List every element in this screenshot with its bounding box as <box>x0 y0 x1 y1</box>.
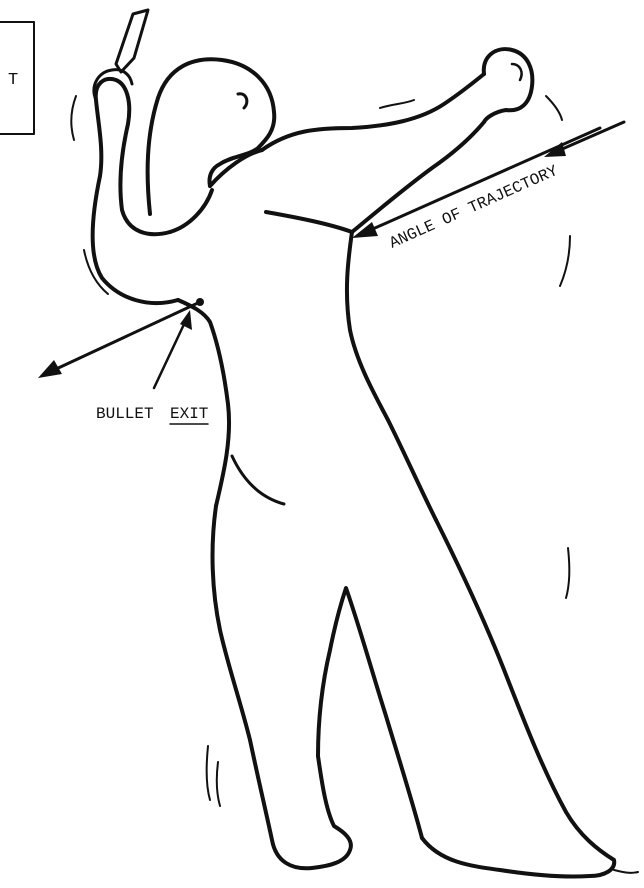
ear-outline <box>238 94 247 108</box>
torso-right-outline <box>347 232 436 520</box>
human-figure <box>71 10 638 877</box>
inner-leg-outline <box>318 588 422 838</box>
shoulder-outline <box>170 150 262 232</box>
bullet-exit-label: BULLET EXIT <box>96 405 208 424</box>
left-leg-outline <box>213 506 351 868</box>
cropped-label-box: T <box>0 22 34 134</box>
exit-trajectory-arrow <box>38 298 204 388</box>
right-leg-outline <box>422 520 614 877</box>
left-fist-outline <box>484 49 533 122</box>
torso-left-outline <box>178 300 229 506</box>
entry-arrow-shaft <box>366 128 600 232</box>
left-fist-knuckle <box>512 64 522 80</box>
exit-arrow-head <box>38 360 62 378</box>
entry-trajectory-arrow <box>352 122 624 238</box>
held-object <box>116 10 148 72</box>
angle-of-trajectory-label: ANGLE OF TRAJECTORY <box>387 162 561 253</box>
label-box-text: T <box>8 71 18 90</box>
right-arm-outline <box>93 79 178 303</box>
exit-pointer-shaft <box>154 320 186 388</box>
motion-lines <box>71 96 638 873</box>
hip-contour <box>232 456 284 504</box>
angle-tick-arrow-shaft <box>560 122 624 150</box>
exit-label-text: EXIT <box>170 405 208 423</box>
bullet-label-text: BULLET <box>96 405 154 423</box>
